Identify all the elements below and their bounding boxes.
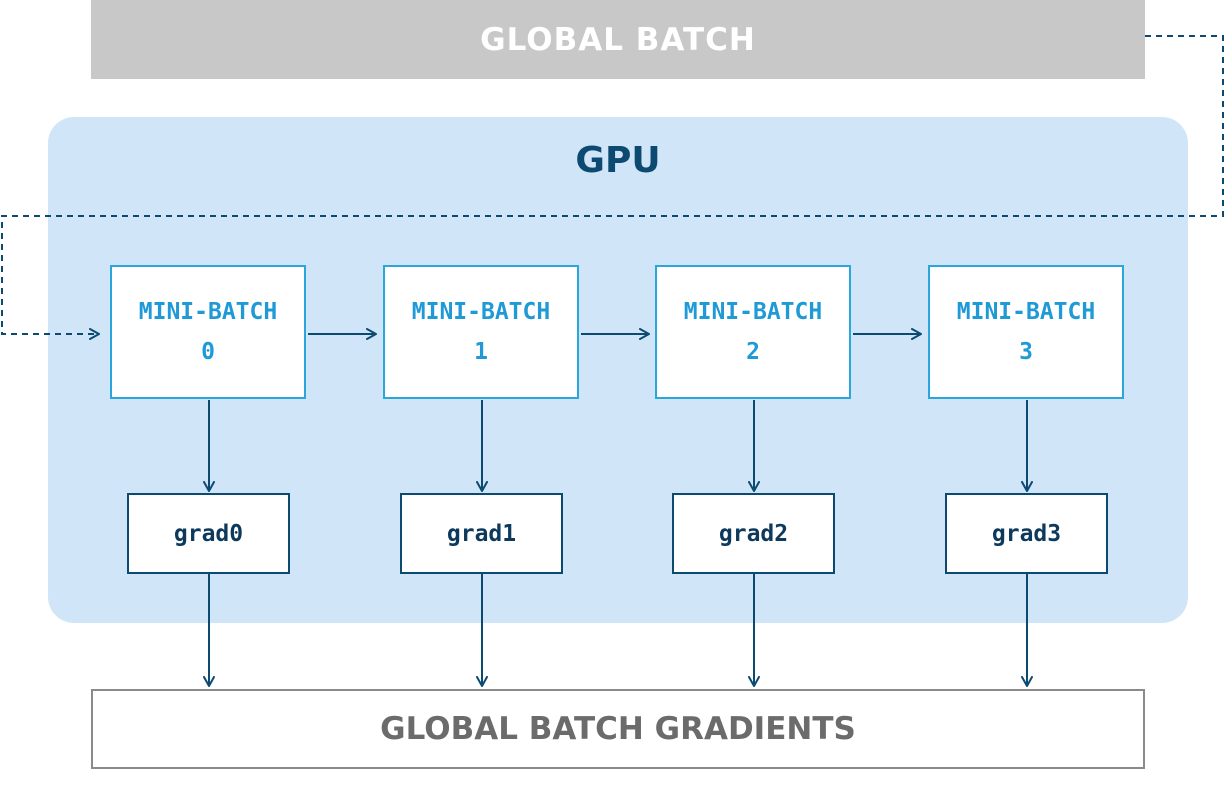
mini-batch-box-3: MINI-BATCH 3 — [928, 265, 1124, 399]
grad-box-3: grad3 — [945, 493, 1108, 574]
mini-batch-title: MINI-BATCH — [411, 299, 551, 325]
global-batch-label: GLOBAL BATCH — [480, 21, 756, 58]
global-batch-bar: GLOBAL BATCH — [91, 0, 1145, 79]
mini-batch-index: 3 — [1019, 339, 1033, 365]
grad-label: grad3 — [991, 520, 1062, 547]
global-batch-gradients-label: GLOBAL BATCH GRADIENTS — [380, 711, 856, 747]
mini-batch-title: MINI-BATCH — [956, 299, 1096, 325]
mini-batch-box-1: MINI-BATCH 1 — [383, 265, 579, 399]
gpu-title: GPU — [575, 140, 661, 181]
mini-batch-box-2: MINI-BATCH 2 — [655, 265, 851, 399]
grad-box-1: grad1 — [400, 493, 563, 574]
mini-batch-index: 1 — [474, 339, 488, 365]
mini-batch-title: MINI-BATCH — [138, 299, 278, 325]
grad-label: grad1 — [446, 520, 517, 547]
global-batch-gradients-box: GLOBAL BATCH GRADIENTS — [91, 689, 1145, 769]
mini-batch-title: MINI-BATCH — [683, 299, 823, 325]
mini-batch-index: 2 — [746, 339, 760, 365]
mini-batch-box-0: MINI-BATCH 0 — [110, 265, 306, 399]
grad-box-2: grad2 — [672, 493, 835, 574]
grad-label: grad2 — [718, 520, 789, 547]
grad-box-0: grad0 — [127, 493, 290, 574]
mini-batch-index: 0 — [201, 339, 215, 365]
grad-label: grad0 — [173, 520, 244, 547]
